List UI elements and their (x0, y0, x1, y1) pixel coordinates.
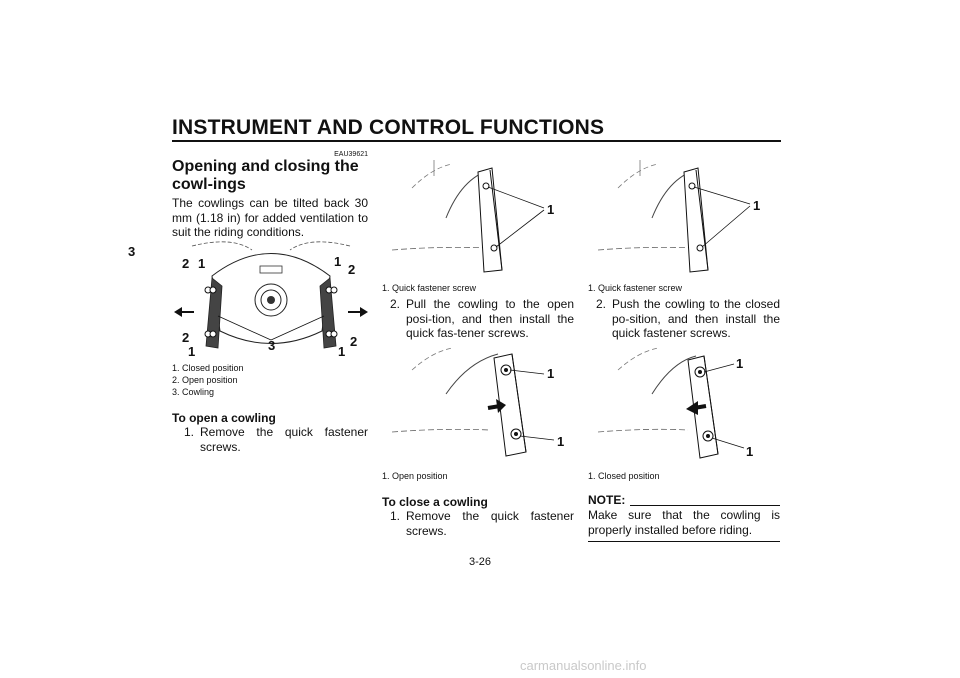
figure-open-position: 1 1 (391, 347, 564, 457)
callout-1: 1 (746, 444, 753, 459)
note-bottom-rule (588, 541, 780, 542)
callout-1: 1 (557, 434, 564, 449)
intro-paragraph: The cowlings can be tilted back 30 mm (1… (172, 196, 368, 239)
figure-quick-fastener-open: 1 (391, 160, 554, 273)
note-text: Make sure that the cowling is properly i… (588, 508, 780, 537)
close-step-2: 2. Push the cowling to the closed po-sit… (596, 297, 780, 341)
step-text: Pull the cowling to the open posi-tion, … (406, 297, 574, 340)
close-heading: To close a cowling (382, 495, 488, 509)
figure-caption: 1. Quick fastener screw (588, 283, 683, 293)
callout-1: 1 (547, 202, 554, 217)
figure-quick-fastener-close: 1 (597, 160, 760, 273)
callout-2: 2 (182, 256, 189, 271)
step-text: Remove the quick fastener screws. (200, 425, 368, 454)
figure-caption: 1. Closed position (588, 471, 660, 481)
figure-caption: 1. Quick fastener screw (382, 283, 477, 293)
callout-1: 1 (188, 344, 195, 359)
step-number: 2. (390, 297, 401, 311)
watermark: carmanualsonline.info (520, 658, 647, 673)
callout-2: 2 (182, 330, 189, 345)
open-heading: To open a cowling (172, 411, 276, 425)
callout-1: 1 (198, 256, 205, 271)
caption-item: 2. Open position (172, 375, 238, 385)
note-top-rule (630, 505, 780, 506)
callout-2: 2 (348, 262, 355, 277)
note-label: NOTE: (588, 493, 626, 507)
section-title: Opening and closing the cowl-ings (172, 158, 359, 193)
page-header-title: INSTRUMENT AND CONTROL FUNCTIONS (172, 116, 605, 139)
reference-code: EAU39621 (334, 151, 368, 158)
step-number: 2. (596, 297, 607, 311)
callout-1: 1 (334, 254, 341, 269)
step-number: 1. (184, 425, 195, 439)
caption-item: 3. Cowling (172, 387, 215, 397)
caption-item: 1. Closed position (172, 363, 244, 373)
step-text: Remove the quick fastener screws. (406, 509, 574, 538)
figure-captions: 1. Closed position 2. Open position 3. C… (172, 362, 368, 398)
figure-cowlings-overview: 2 1 1 2 2 1 3 2 1 (174, 241, 368, 359)
callout-1: 1 (753, 198, 760, 213)
close-step-1: 1. Remove the quick fastener screws. (390, 509, 574, 538)
open-step-1: 1. Remove the quick fastener screws. (184, 425, 368, 454)
callout-1: 1 (338, 344, 345, 359)
step-number: 1. (390, 509, 401, 523)
callout-1: 1 (547, 366, 554, 381)
header-rule (172, 140, 781, 142)
callout-1: 1 (736, 356, 743, 371)
page-number: 3-26 (468, 556, 492, 568)
chapter-tab: 3 (128, 244, 136, 259)
open-step-2: 2. Pull the cowling to the open posi-tio… (390, 297, 574, 341)
callout-2: 2 (350, 334, 357, 349)
figure-closed-position: 1 1 (597, 347, 753, 459)
step-text: Push the cowling to the closed po-sition… (612, 297, 780, 340)
callout-3: 3 (268, 338, 275, 353)
figure-caption: 1. Open position (382, 471, 448, 481)
